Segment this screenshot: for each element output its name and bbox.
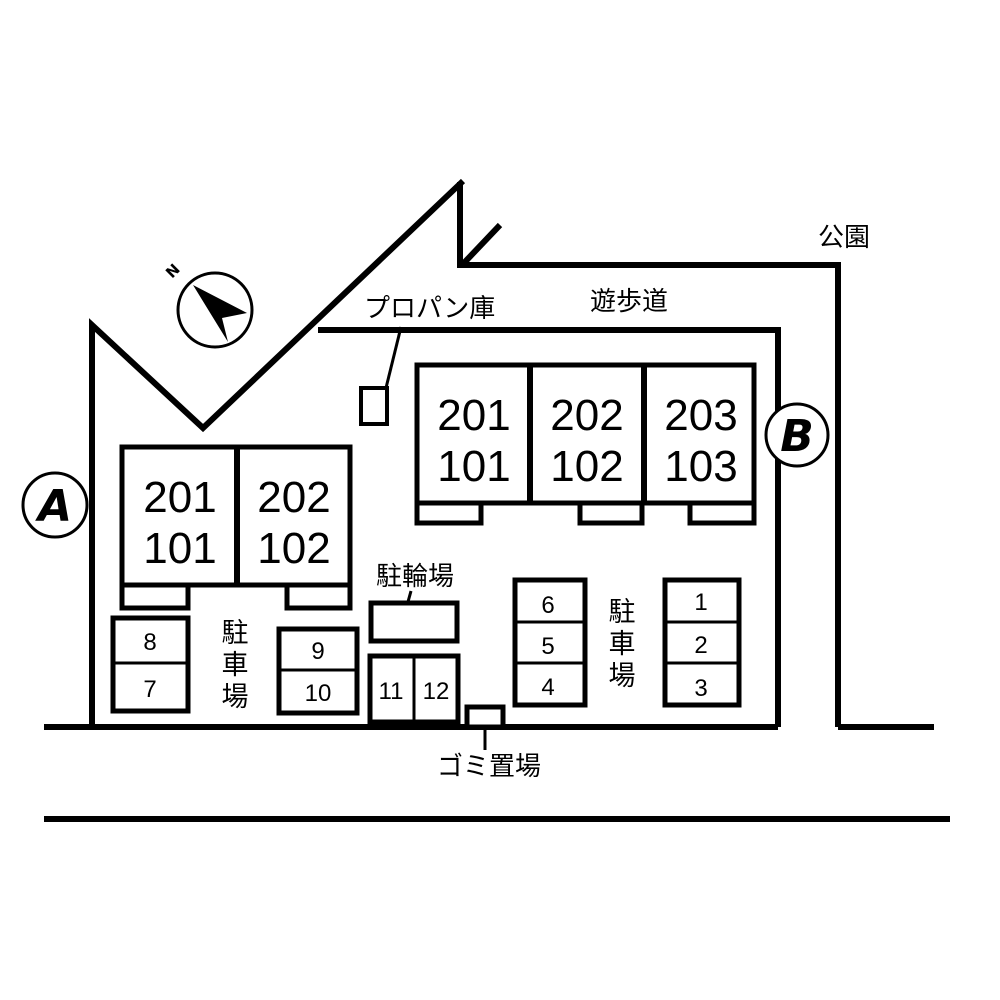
parking-space-12: 12	[423, 678, 450, 705]
building-b-stair	[687, 500, 757, 526]
building-a-stair	[284, 582, 353, 611]
building-b: 201 101 202 102 203 103 B	[414, 362, 830, 526]
unit-b-103: 103	[664, 442, 737, 491]
unit-a-102: 102	[257, 524, 330, 573]
parking-space-1: 1	[694, 589, 707, 616]
unit-b-201: 201	[437, 391, 510, 440]
building-b-marker-label: B	[780, 411, 814, 462]
promenade-edge	[459, 222, 503, 268]
parking-group-4-6: 6 5 4	[512, 577, 588, 708]
building-b-stair	[414, 500, 484, 526]
parking-space-8: 8	[143, 629, 156, 656]
garbage-label: ゴミ置場	[437, 752, 541, 782]
parking-space-9: 9	[311, 638, 324, 665]
bicycle-parking-area	[368, 600, 460, 644]
roads	[44, 178, 950, 822]
park-boundary	[457, 182, 841, 727]
angled-road-edge	[89, 178, 466, 727]
parking-group-7-8: 8 7	[110, 615, 191, 714]
building-b-marker	[764, 402, 830, 468]
compass-north-label: N	[162, 260, 184, 282]
parking-group-9-10: 9 10	[276, 626, 360, 716]
bicycle-parking: 駐輪場	[368, 562, 460, 644]
parking-label-left: 駐 車 場	[222, 618, 249, 713]
park-label: 公園	[818, 223, 870, 253]
propane-box	[359, 386, 389, 426]
compass: N	[162, 260, 254, 349]
lot-boundary	[318, 327, 781, 727]
propane-storage: プロパン庫	[359, 294, 495, 426]
unit-b-102: 102	[550, 442, 623, 491]
parking-space-11: 11	[379, 678, 404, 705]
building-b-body	[414, 362, 757, 506]
parking-space-7: 7	[143, 676, 156, 703]
parking-label-char: 車	[222, 650, 249, 681]
unit-a-202: 202	[257, 473, 330, 522]
parking-label-char: 駐	[609, 597, 636, 628]
garbage-box	[464, 704, 506, 730]
parking-group-11-12: 11 12	[367, 653, 461, 725]
building-a-marker	[21, 471, 89, 539]
parking-space-3: 3	[694, 675, 707, 702]
parking-group-frame	[512, 577, 588, 708]
unit-a-201: 201	[143, 473, 216, 522]
building-a-marker-label: A	[35, 481, 72, 532]
building-a: 201 101 202 102 A	[21, 444, 353, 611]
unit-a-101: 101	[143, 524, 216, 573]
compass-arrow-icon	[193, 285, 247, 342]
propane-label: プロパン庫	[364, 294, 495, 324]
parking-group-frame	[662, 577, 742, 708]
parking-label-right: 駐 車 場	[609, 597, 636, 692]
promenade-label: 遊歩道	[590, 287, 668, 317]
propane-leader	[383, 326, 403, 393]
parking-label-char: 場	[222, 682, 249, 713]
garbage-area: ゴミ置場	[437, 704, 541, 782]
unit-b-203: 203	[664, 391, 737, 440]
building-a-stair	[119, 582, 191, 611]
bicycle-parking-label: 駐輪場	[376, 562, 454, 592]
unit-b-202: 202	[550, 391, 623, 440]
parking-space-5: 5	[541, 633, 554, 660]
parking-label-char: 駐	[222, 618, 249, 649]
parking-space-6: 6	[541, 592, 554, 619]
parking-label-char: 場	[609, 661, 636, 692]
parking-group-1-3: 1 2 3	[662, 577, 742, 708]
parking-label-char: 車	[609, 629, 636, 660]
parking-space-4: 4	[541, 674, 554, 701]
building-b-stair	[577, 500, 645, 526]
parking-space-10: 10	[305, 680, 332, 707]
unit-b-101: 101	[437, 442, 510, 491]
parking-space-2: 2	[694, 632, 707, 659]
